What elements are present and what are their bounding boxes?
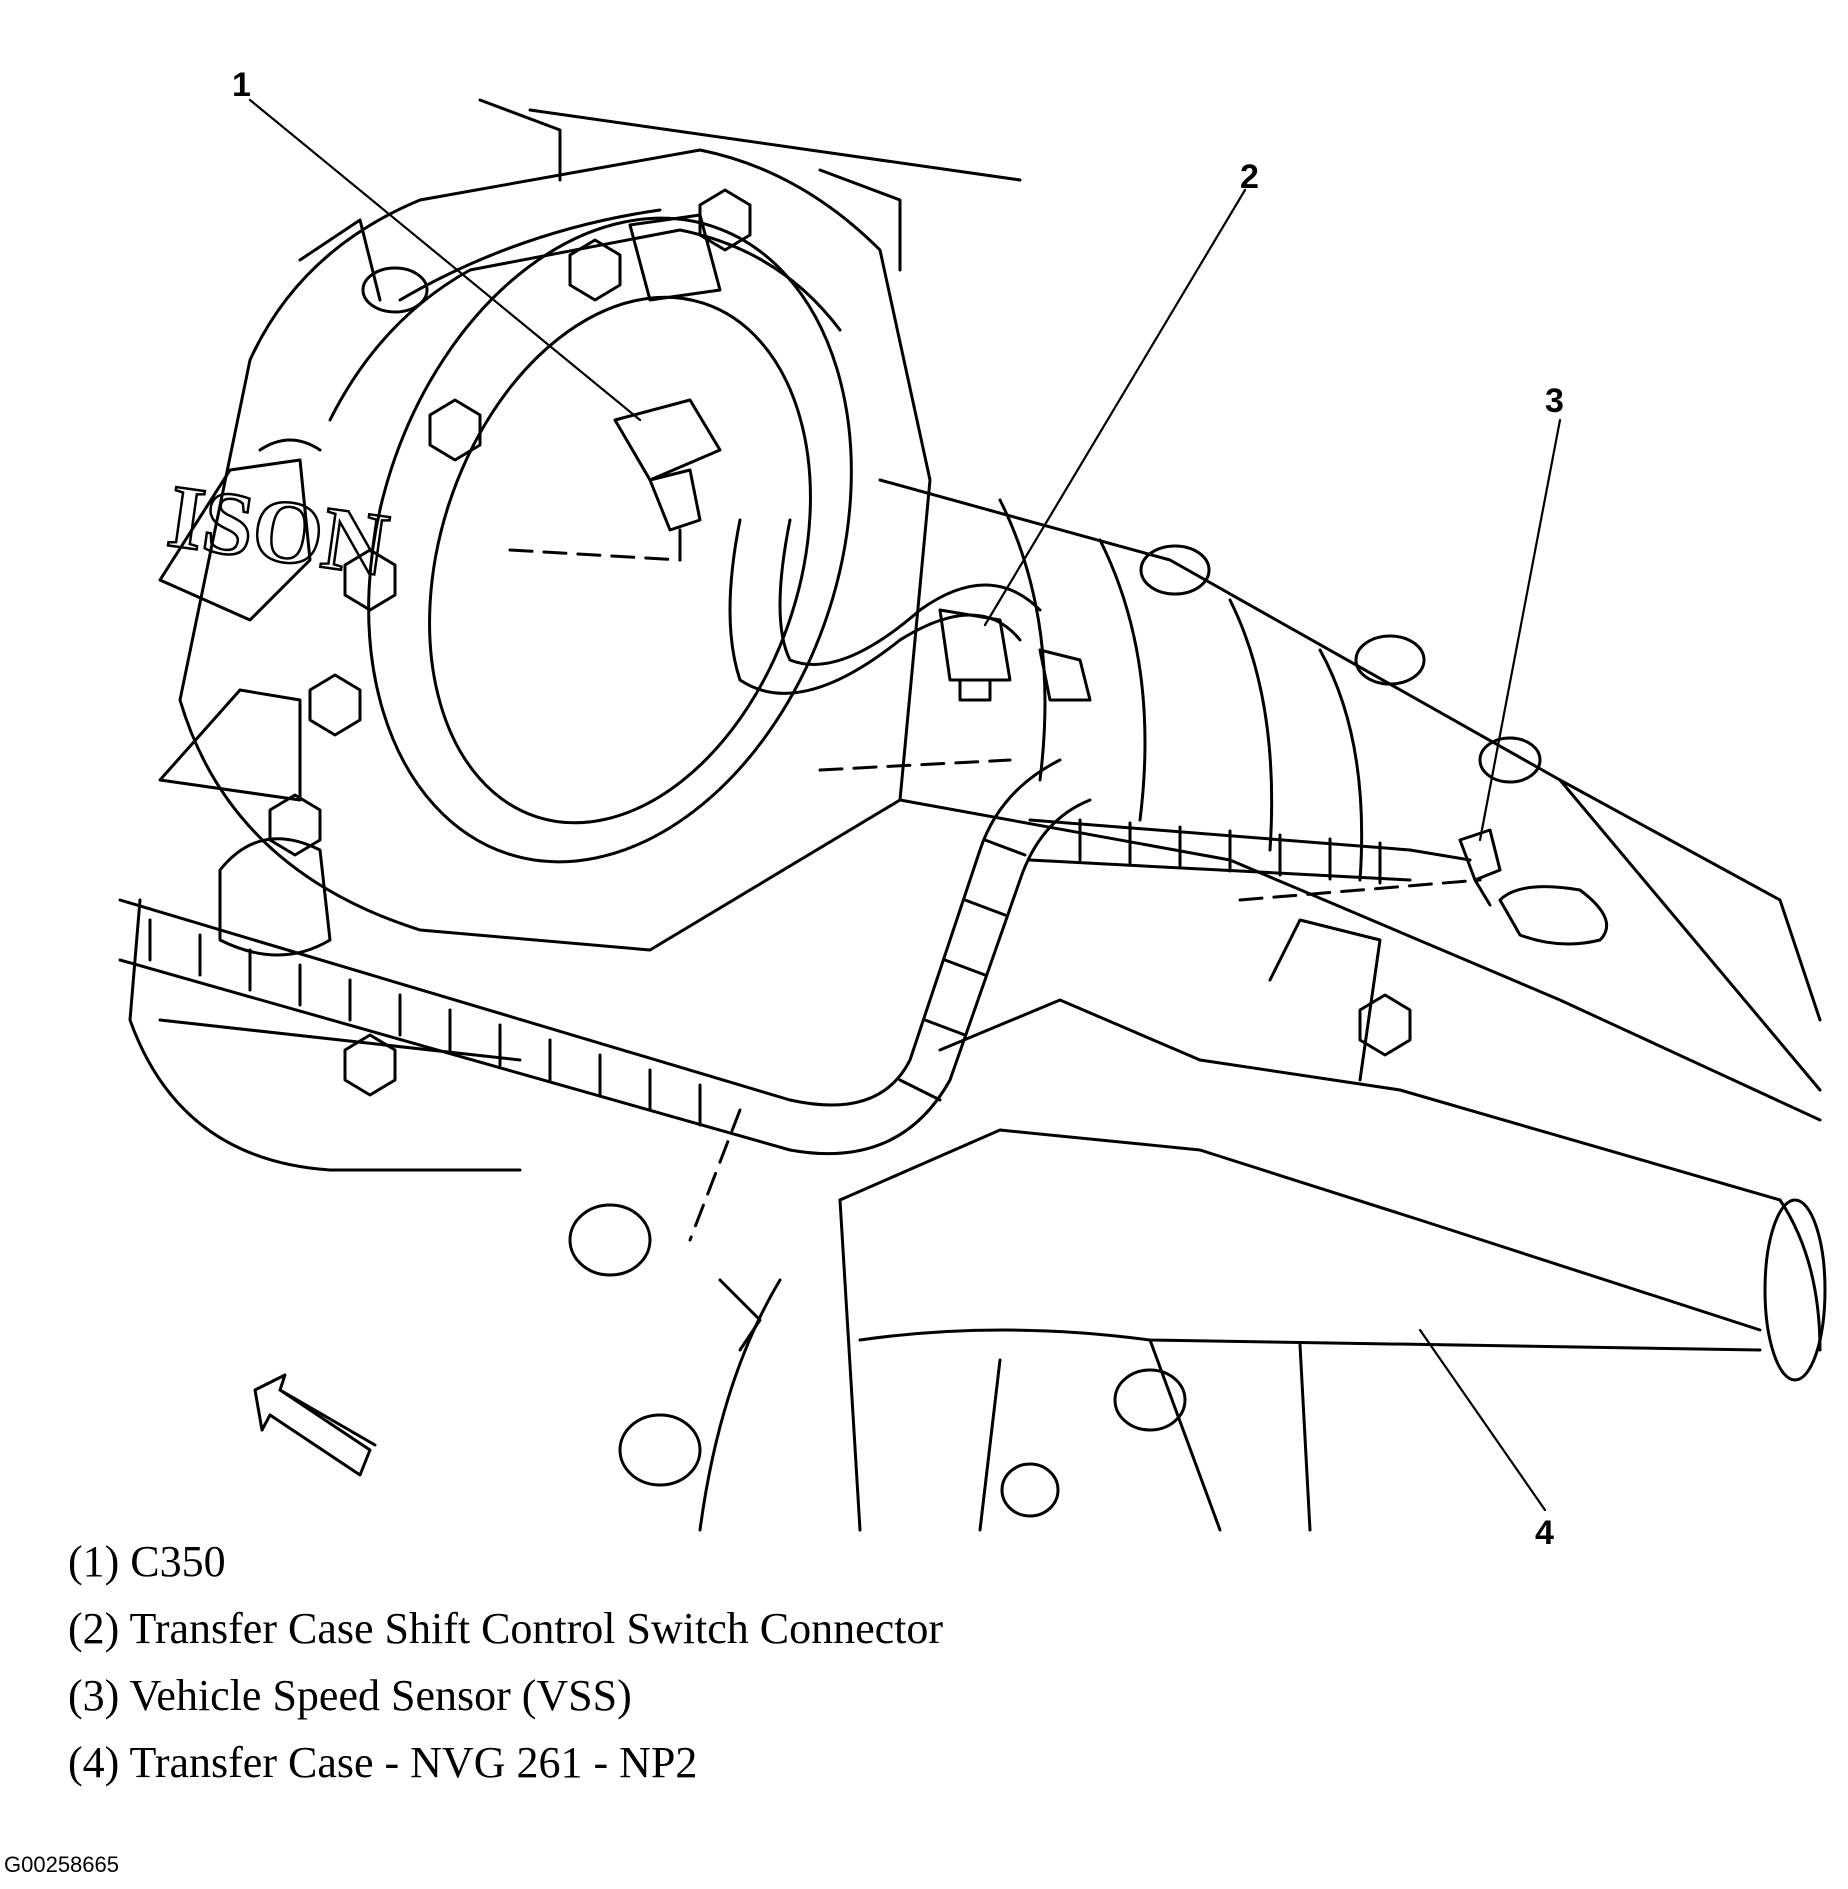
shift-control-switch-connector (938, 608, 1092, 702)
transfer-case-diagram: ISON 1 2 3 4 (118, 66, 1827, 1552)
legend-item-3: (3) Vehicle Speed Sensor (VSS) (68, 1671, 632, 1720)
legend-item-4: (4) Transfer Case - NVG 261 - NP2 (68, 1738, 698, 1787)
figure-id: G00258665 (4, 1852, 119, 1877)
legend-item-2: (2) Transfer Case Shift Control Switch C… (68, 1604, 944, 1653)
case-lettering: ISON (162, 467, 394, 596)
case-bolts (268, 188, 1542, 1097)
transmission-case (128, 98, 1022, 1172)
callout-3: 3 (1545, 382, 1564, 420)
legend-item-1: (1) C350 (68, 1537, 226, 1586)
leader-lines (248, 98, 1562, 1512)
callout-4: 4 (1535, 1514, 1554, 1552)
leader-line-1 (248, 98, 642, 422)
callout-legend: (1) C350 (2) Transfer Case Shift Control… (68, 1528, 943, 1796)
vss-connector (1458, 828, 1502, 907)
leader-line-2 (983, 188, 1247, 627)
callout-2: 2 (1240, 158, 1259, 196)
location-dashes (508, 548, 1482, 1242)
front-direction-arrow (253, 1373, 377, 1477)
leader-line-4 (1418, 1328, 1547, 1512)
transfer-case-body (568, 478, 1827, 1532)
callout-1: 1 (232, 66, 251, 104)
leader-line-3 (1478, 418, 1562, 842)
c350-connector (613, 213, 722, 562)
